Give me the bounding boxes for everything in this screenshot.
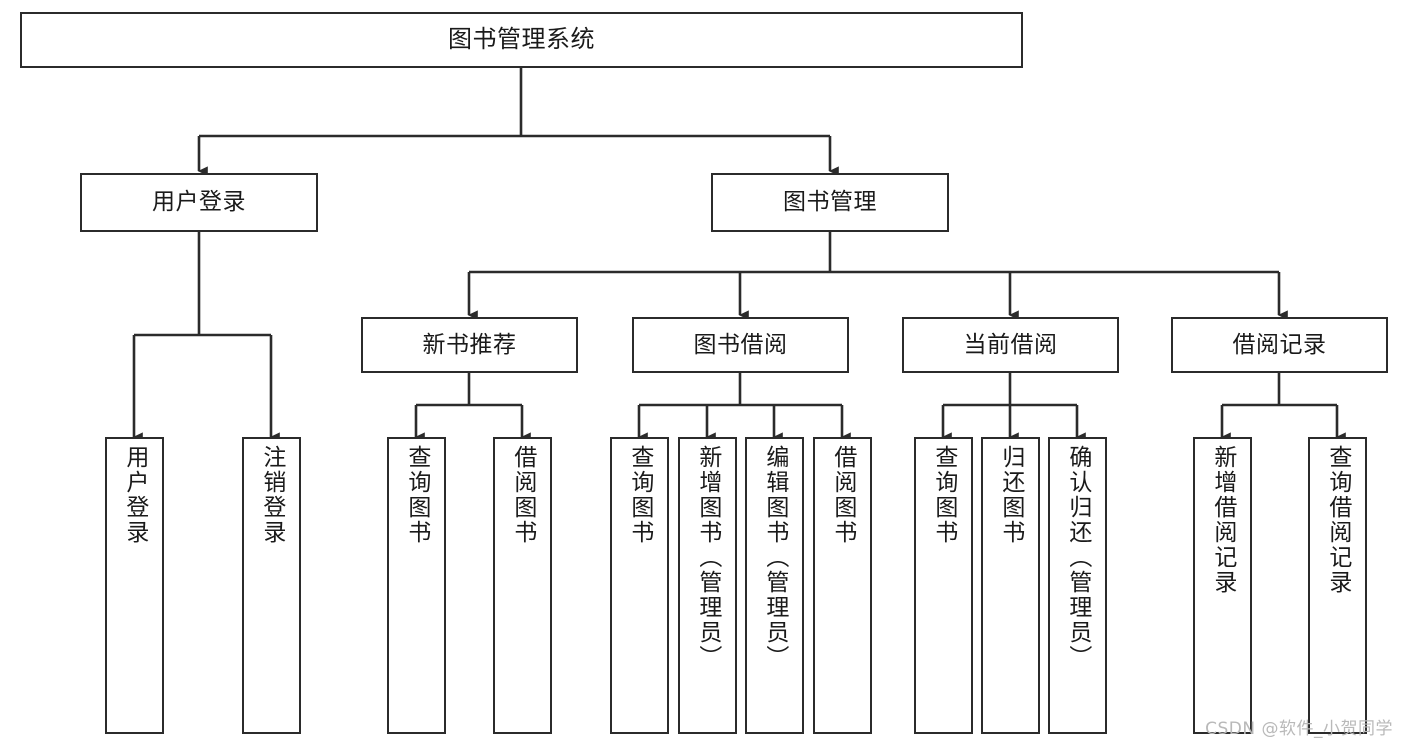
node-leaf-add-book[interactable]: 新增图书（管理员） (678, 437, 737, 734)
node-label: 用户登录 (152, 189, 246, 216)
node-root-system[interactable]: 图书管理系统 (20, 12, 1023, 68)
node-leaf-edit-book[interactable]: 编辑图书（管理员） (745, 437, 804, 734)
node-leaf-user-login[interactable]: 用户登录 (105, 437, 164, 734)
node-label: 查询借阅记录 (1324, 445, 1351, 595)
node-label: 新增图书（管理员） (694, 445, 721, 670)
node-label: 查询图书 (403, 445, 430, 545)
node-label: 当前借阅 (963, 331, 1058, 358)
node-book-management[interactable]: 图书管理 (711, 173, 949, 232)
node-label: 借阅记录 (1232, 331, 1327, 358)
node-leaf-borrow-book-1[interactable]: 借阅图书 (493, 437, 552, 734)
node-label: 图书管理系统 (448, 25, 595, 54)
node-leaf-logout[interactable]: 注销登录 (242, 437, 301, 734)
node-leaf-add-record[interactable]: 新增借阅记录 (1193, 437, 1252, 734)
node-current-borrow[interactable]: 当前借阅 (902, 317, 1119, 373)
node-label: 借阅图书 (509, 445, 536, 545)
node-leaf-borrow-book-2[interactable]: 借阅图书 (813, 437, 872, 734)
node-label: 查询图书 (626, 445, 653, 545)
node-new-book-recommend[interactable]: 新书推荐 (361, 317, 578, 373)
node-leaf-return-book[interactable]: 归还图书 (981, 437, 1040, 734)
node-label: 图书借阅 (693, 331, 788, 358)
node-label: 借阅图书 (829, 445, 856, 545)
node-label: 查询图书 (930, 445, 957, 545)
node-leaf-query-book-2[interactable]: 查询图书 (610, 437, 669, 734)
node-leaf-query-book-3[interactable]: 查询图书 (914, 437, 973, 734)
node-borrow-record[interactable]: 借阅记录 (1171, 317, 1388, 373)
node-user-login[interactable]: 用户登录 (80, 173, 318, 232)
node-leaf-query-book-1[interactable]: 查询图书 (387, 437, 446, 734)
node-label: 归还图书 (997, 445, 1024, 545)
node-label: 编辑图书（管理员） (761, 445, 788, 670)
node-label: 图书管理 (783, 189, 877, 216)
node-label: 确认归还（管理员） (1064, 445, 1091, 670)
node-label: 新增借阅记录 (1209, 445, 1236, 595)
node-label: 新书推荐 (422, 331, 517, 358)
node-leaf-confirm-return[interactable]: 确认归还（管理员） (1048, 437, 1107, 734)
watermark-text: CSDN @软件_小贺同学 (1205, 719, 1393, 739)
node-leaf-query-record[interactable]: 查询借阅记录 (1308, 437, 1367, 734)
node-book-borrow[interactable]: 图书借阅 (632, 317, 849, 373)
node-label: 用户登录 (121, 445, 148, 545)
node-label: 注销登录 (258, 445, 285, 545)
